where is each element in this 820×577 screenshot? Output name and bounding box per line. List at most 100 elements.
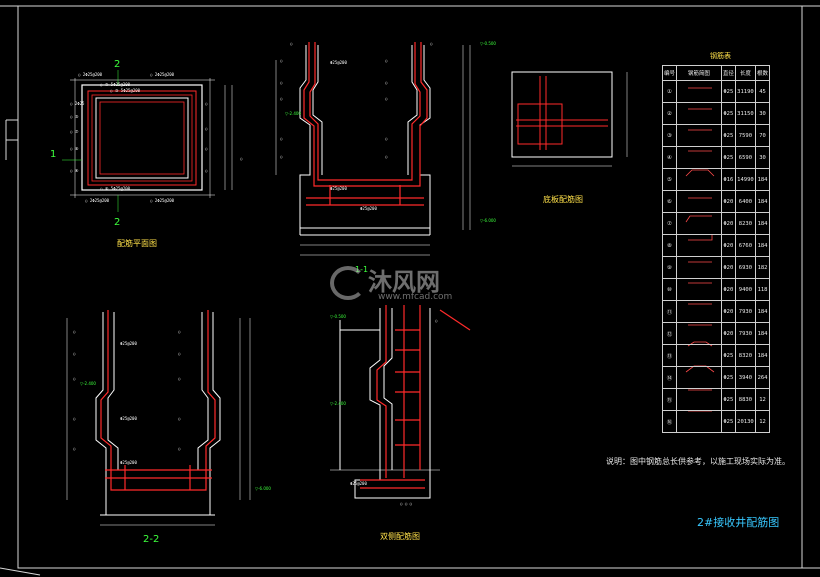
svg-text:○: ○ [205,101,208,106]
svg-text:Φ25@200: Φ25@200 [330,186,347,191]
rebar-cell-length: 8830 [734,388,757,411]
svg-text:Φ25@200: Φ25@200 [330,60,347,65]
svg-text:▽-0.500: ▽-0.500 [330,314,346,319]
rebar-cell-no: ⑤ [662,168,677,191]
svg-text:○: ○ [205,146,208,151]
rebar-cell-no: ⑥ [662,190,677,213]
rebar-cell-no: ② [662,102,677,125]
rebar-cell-diameter: Φ25 [720,146,736,169]
rebar-cell-length: 6590 [734,146,757,169]
rebar-cell-shape [675,234,722,257]
svg-text:▽-6.000: ▽-6.000 [480,218,496,223]
rebar-cell-length: 6930 [734,256,757,279]
rebar-cell-length: 8320 [734,344,757,367]
rebar-cell-shape [675,124,722,147]
rebar-cell-shape [675,212,722,235]
rebar-cell-shape [675,344,722,367]
rebar-cell-count: 12 [755,388,770,411]
rebar-cell-length: 7930 [734,300,757,323]
svg-text:○: ○ [178,329,181,334]
drawing-title: 2#接收井配筋图 [697,516,780,529]
svg-text:○: ○ [73,446,76,451]
svg-text:○: ○ [205,168,208,173]
rebar-cell-shape [675,146,722,169]
rebar-cell-count: 184 [755,212,770,235]
svg-text:○ ④: ○ ④ [70,168,79,173]
svg-text:▽-2.400: ▽-2.400 [285,111,301,116]
rebar-cell-length: 6760 [734,234,757,257]
rebar-cell-length: 14990 [734,168,757,191]
rebar-cell-no: ⑭ [662,366,677,389]
rebar-cell-no: ⑪ [662,300,677,323]
svg-text:○: ○ [280,154,283,159]
plan-view-title: 配筋平面图 [117,239,157,248]
svg-text:○: ○ [385,154,388,159]
rebar-cell-shape [675,80,722,103]
rebar-cell-shape [675,168,722,191]
drawing-note: 说明：图中钢筋总长供参考，以施工现场实际为准。 [606,457,790,466]
svg-text:○: ○ [435,318,438,323]
rebar-cell-count: 12 [755,410,770,433]
svg-text:○ ⑦: ○ ⑦ [70,129,79,134]
svg-text:○: ○ [430,41,433,46]
rebar-cell-diameter: Φ20 [720,212,736,235]
rebar-cell-count: 184 [755,300,770,323]
watermark-url: www.mfcad.com [378,292,453,302]
rebar-cell-diameter: Φ25 [720,102,736,125]
svg-text:○: ○ [73,416,76,421]
rebar-table-header-cell: 长度 [734,65,757,81]
rebar-cell-no: ④ [662,146,677,169]
plan-section-mark-bottom: 2 [114,217,121,228]
svg-text:○: ○ [385,96,388,101]
rebar-cell-count: 184 [755,190,770,213]
svg-text:○ ③ 5Φ25@200: ○ ③ 5Φ25@200 [110,88,141,93]
rebar-cell-no: ③ [662,124,677,147]
svg-text:○ 2Φ25@200: ○ 2Φ25@200 [150,72,175,77]
svg-text:○ ⑤: ○ ⑤ [70,114,79,119]
rebar-cell-length: 7930 [734,322,757,345]
rebar-cell-diameter: Φ25 [720,388,736,411]
svg-text:○ ⑥: ○ ⑥ [70,146,79,151]
rebar-table-header-cell: 钢筋简图 [675,65,722,81]
svg-text:○: ○ [178,446,181,451]
rebar-cell-no: ① [662,80,677,103]
section-2-2-title: 2-2 [143,534,160,545]
rebar-cell-count: 30 [755,102,770,125]
rebar-cell-shape [675,300,722,323]
svg-text:○: ○ [385,136,388,141]
rebar-cell-diameter: Φ20 [720,278,736,301]
double-wall-view: Φ25@200 ○ ○ ○ ○ ▽-0.500▽-2.400 [330,305,471,506]
svg-text:Φ25@200: Φ25@200 [120,460,137,465]
rebar-cell-diameter: Φ25 [720,344,736,367]
svg-text:○: ○ [385,80,388,85]
rebar-cell-diameter: Φ20 [720,234,736,257]
rebar-cell-count: 182 [755,256,770,279]
rebar-cell-length: 31190 [734,80,757,103]
rebar-cell-count: 30 [755,146,770,169]
rebar-cell-no: ⑬ [662,344,677,367]
svg-text:○ 2Φ25@200: ○ 2Φ25@200 [78,72,103,77]
rebar-cell-diameter: Φ25 [720,80,736,103]
rebar-cell-length: 20130 [734,410,757,433]
rebar-cell-no: ⑯ [662,410,677,433]
rebar-cell-shape [675,256,722,279]
svg-text:○: ○ [385,58,388,63]
rebar-cell-count: 70 [755,124,770,147]
rebar-cell-shape [675,190,722,213]
svg-text:▽-6.000: ▽-6.000 [255,486,271,491]
svg-text:○ 2Φ25: ○ 2Φ25 [70,101,85,106]
svg-text:○: ○ [73,376,76,381]
rebar-cell-no: ⑫ [662,322,677,345]
rebar-cell-diameter: Φ20 [720,190,736,213]
